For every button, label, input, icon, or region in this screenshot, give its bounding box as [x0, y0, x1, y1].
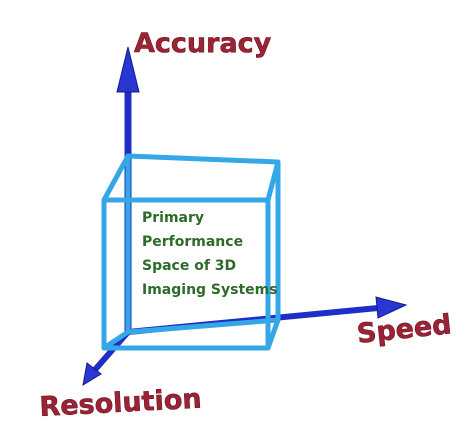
cube-edge-top-left — [101, 153, 131, 203]
arrow-heads — [82, 46, 408, 387]
box-text-line-2: Performance — [142, 234, 243, 250]
box-text-line-1: Primary — [142, 210, 204, 226]
speed-arrow-icon — [375, 296, 408, 319]
cube-edge-bottom-right — [265, 317, 281, 351]
box-description: Primary Performance Space of 3D Imaging … — [142, 210, 278, 298]
performance-cube — [101, 153, 281, 351]
resolution-arrow-icon — [82, 362, 102, 387]
cube-edge-bottom-left — [101, 329, 131, 351]
accuracy-label: Accuracy — [134, 28, 272, 59]
cube-edge-top-right — [265, 159, 281, 203]
box-text-line-4: Imaging Systems — [142, 282, 278, 298]
speed-label: Speed — [355, 309, 452, 350]
resolution-label: Resolution — [39, 384, 203, 423]
accuracy-arrow-icon — [116, 46, 140, 93]
box-text-line-3: Space of 3D — [142, 258, 236, 274]
